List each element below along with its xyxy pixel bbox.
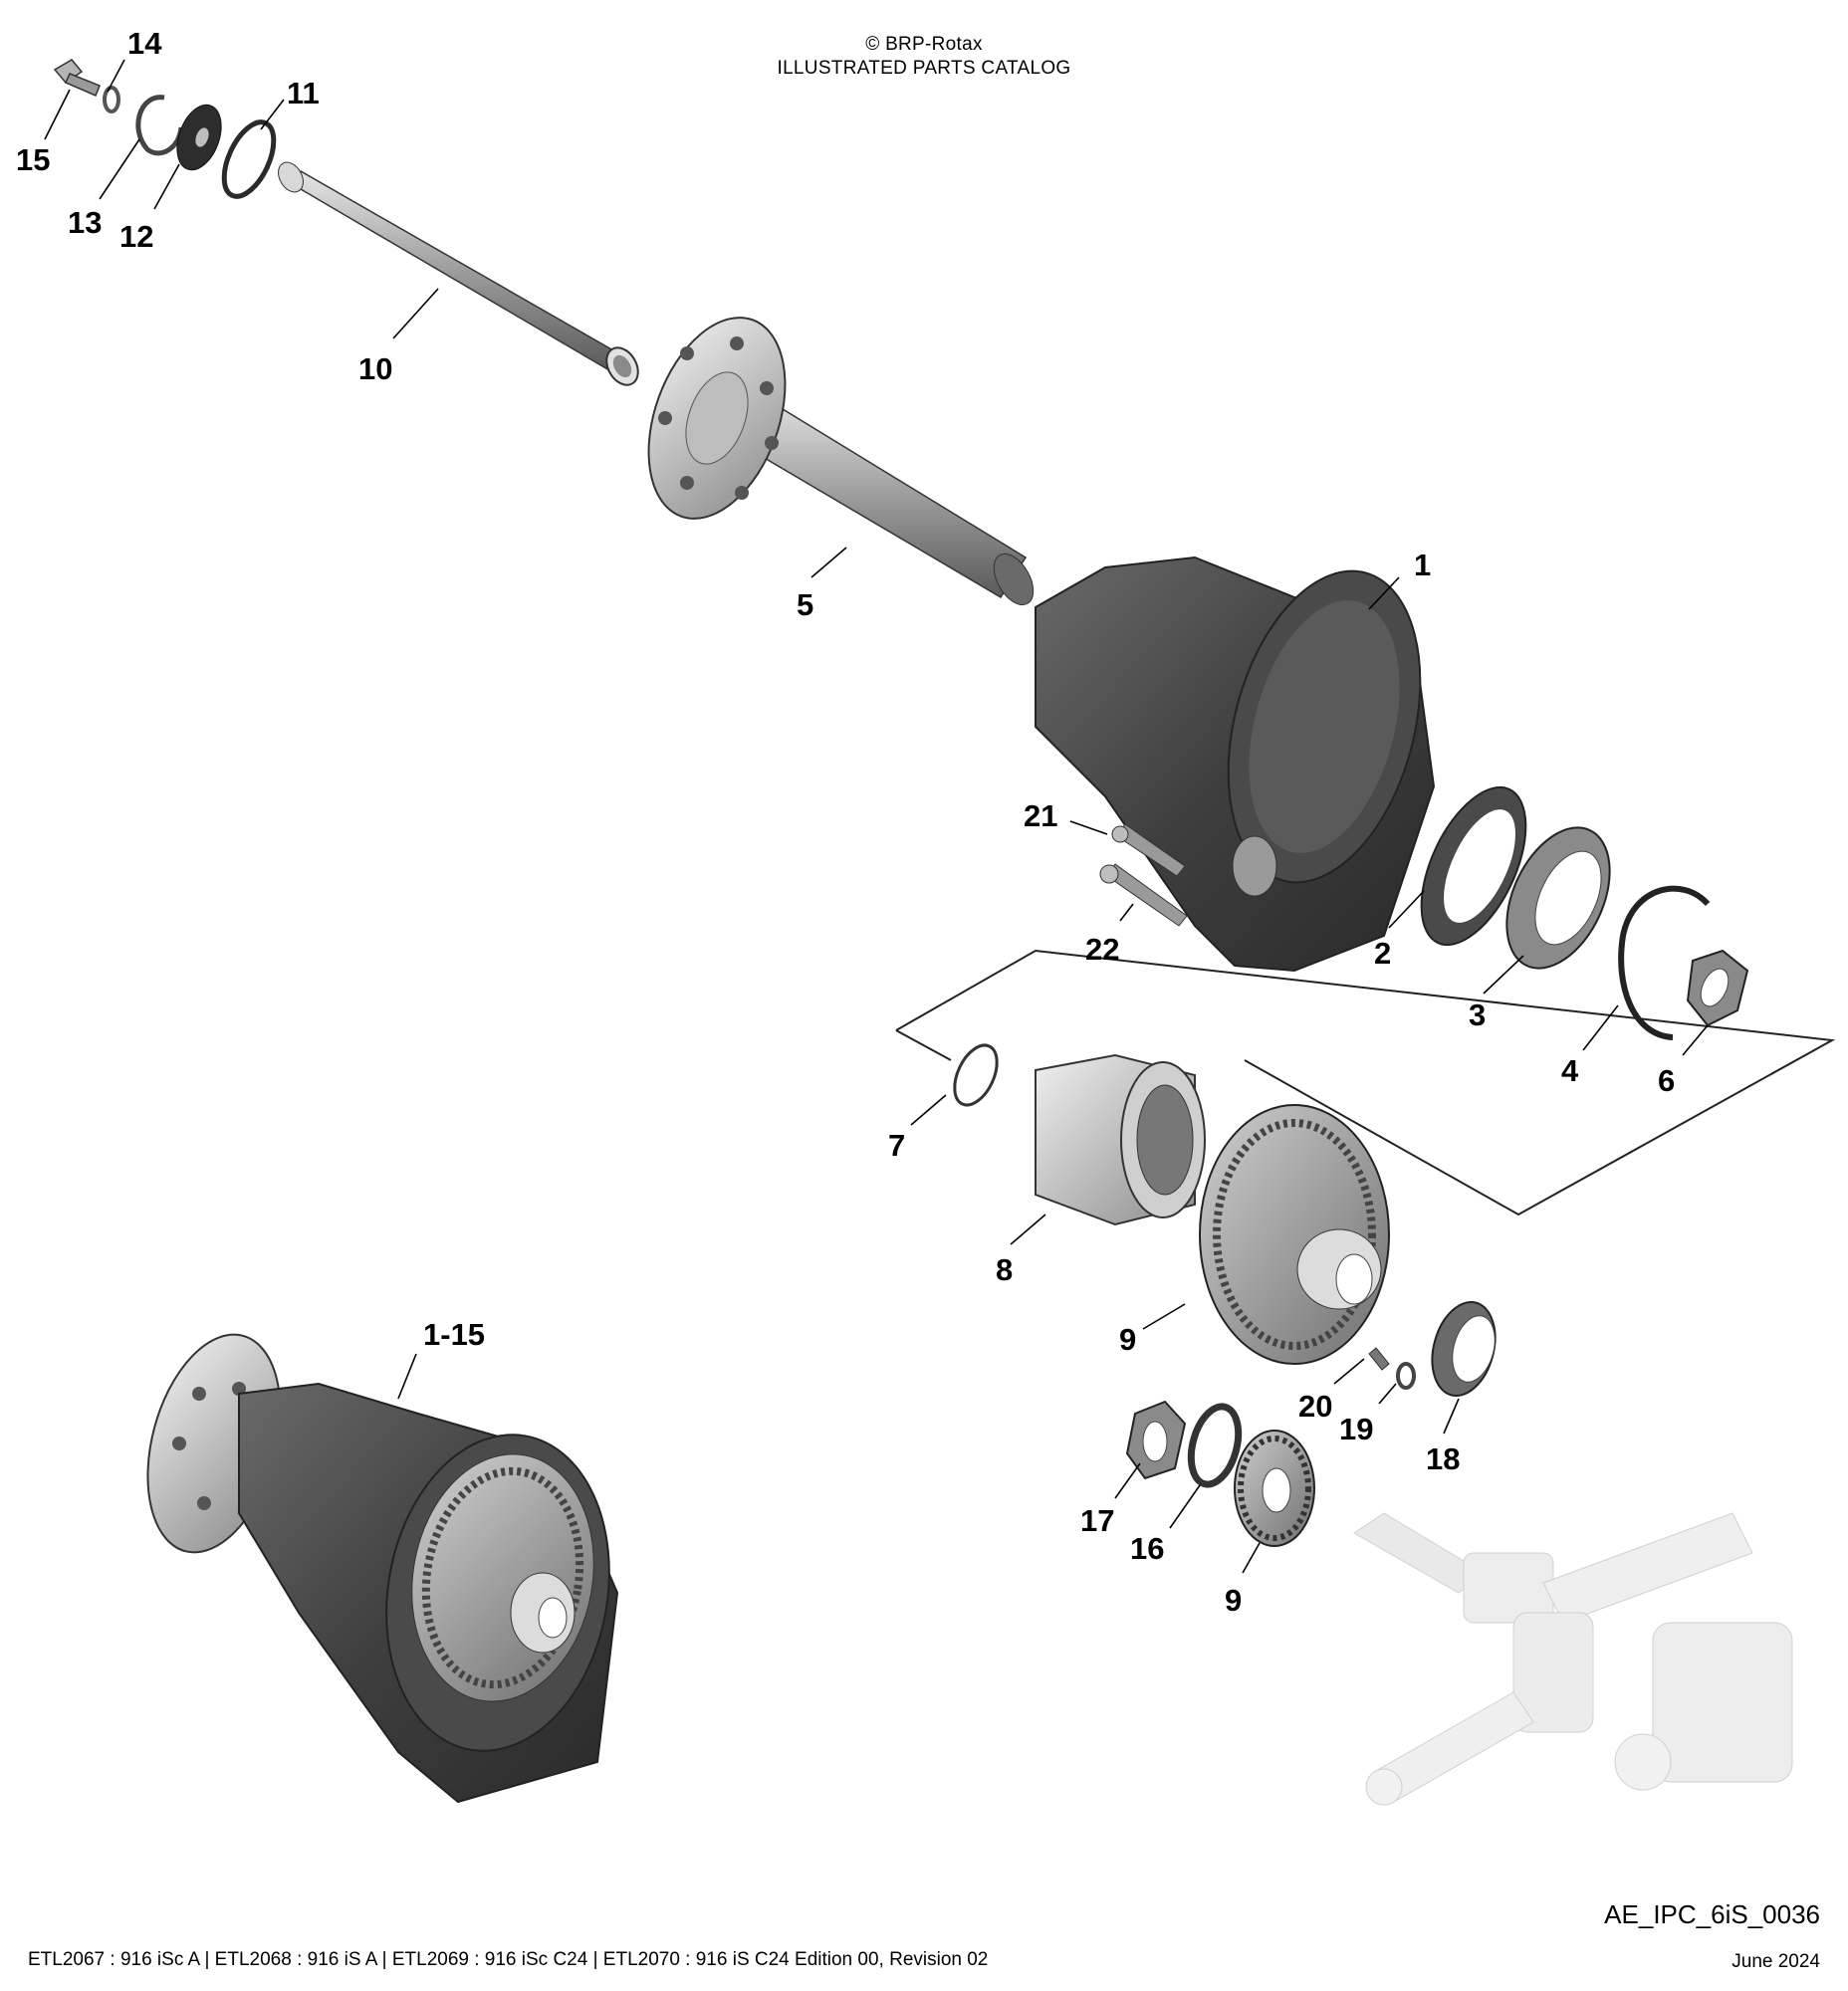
callout-12: 12 [119,219,154,254]
leader-lines [44,59,1709,1574]
footer-applicability: ETL2067 : 916 iSc A | ETL2068 : 916 iS A… [28,1949,989,1970]
callout-22: 22 [1085,932,1120,967]
nut-6 [1686,949,1749,1027]
callout-8: 8 [996,1252,1014,1287]
catalog-title: ILLUSTRATED PARTS CATALOG [777,58,1071,79]
callout-19: 19 [1339,1412,1374,1446]
flange-shaft-5 [647,317,1035,606]
callout-1-15: 1-15 [423,1317,486,1352]
small-gear-9 [1234,1430,1315,1547]
group-bracket [895,949,1836,1217]
screw-21 [1111,823,1186,877]
copyright-line: © BRP-Rotax [865,34,983,55]
callout-9-lower: 9 [1225,1583,1243,1618]
callout-6: 6 [1658,1063,1676,1098]
oil-seal-2 [1420,785,1527,947]
drawing-code: AE_IPC_6iS_0036 [1604,1899,1820,1929]
nut-17 [1125,1400,1187,1480]
callout-3: 3 [1469,997,1487,1032]
callout-20: 20 [1298,1389,1333,1424]
o-ring-11 [221,119,277,199]
shaft-10 [278,161,639,386]
callout-18: 18 [1426,1441,1461,1476]
needle-bearing-18 [1431,1300,1497,1398]
housing-1 [1035,555,1436,973]
screw-20 [1368,1347,1390,1371]
assembly-1-15 [146,1333,619,1804]
washer-14 [103,86,120,113]
bolt-15 [53,59,101,97]
callout-21: 21 [1024,798,1058,833]
callout-17: 17 [1080,1503,1115,1538]
clutch-drum-8 [1035,1053,1206,1226]
callout-14: 14 [127,26,162,61]
footer-date: June 2024 [1732,1951,1820,1972]
callout-10: 10 [358,351,393,386]
callout-11: 11 [287,76,320,111]
circlip-13 [135,95,184,156]
callout-13: 13 [68,205,103,240]
callout-4: 4 [1561,1053,1579,1088]
callout-7: 7 [888,1128,906,1163]
crankshaft-reference [1353,1512,1793,1806]
callout-16: 16 [1130,1531,1165,1566]
callout-2: 2 [1374,936,1392,971]
large-gear-9 [1199,1104,1390,1365]
group-bracket-end [895,1029,952,1061]
seal-disc-12 [176,104,222,171]
callout-9-upper: 9 [1119,1322,1137,1357]
callout-5: 5 [797,587,814,622]
washer-19 [1396,1362,1416,1390]
washer-16 [1187,1403,1243,1488]
callout-15: 15 [16,142,51,177]
bearing-3 [1505,826,1611,970]
screw-22 [1099,863,1188,927]
callout-1: 1 [1414,548,1432,582]
ring-7 [953,1043,999,1107]
circlip-4 [1618,885,1711,1040]
